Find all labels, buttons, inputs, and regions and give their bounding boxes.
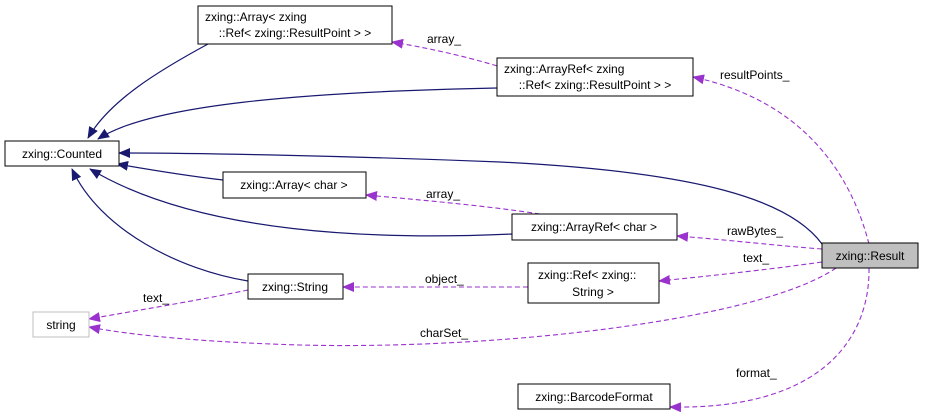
edge-format-usage: [669, 267, 870, 413]
edge-label-array-rp: array_: [427, 32, 461, 46]
node-array-char[interactable]: zxing::Array< char >: [222, 171, 367, 199]
edge-array-char-to-counted: [116, 160, 224, 181]
edge-raw-bytes-usage: [676, 231, 823, 250]
node-counted[interactable]: zxing::Counted: [4, 140, 120, 167]
edge-label-char-set: charSet_: [420, 326, 468, 340]
node-arrayref-char[interactable]: zxing::ArrayRef< char >: [511, 213, 678, 241]
node-string-std[interactable]: string: [32, 311, 90, 338]
edge-label-raw-bytes: rawBytes_: [727, 224, 783, 238]
node-string-std-label: string: [46, 318, 75, 332]
edge-array-rp-to-counted: [87, 43, 209, 139]
node-array-resultpoint[interactable]: zxing::Array< zxing ::Ref< zxing::Result…: [197, 5, 393, 45]
edge-result-to-counted: [118, 148, 823, 245]
node-string-zxing-label: zxing::String: [262, 280, 328, 294]
edge-charset-usage: [88, 267, 837, 347]
edge-label-object: object_: [425, 272, 464, 286]
edge-label-text-result: text_: [743, 251, 769, 265]
edge-text-result-usage: [658, 261, 823, 285]
node-barcode-format-label: zxing::BarcodeFormat: [535, 390, 653, 404]
node-array-char-label: zxing::Array< char >: [240, 178, 347, 192]
edge-label-text-string: text_: [143, 291, 169, 305]
node-array-resultpoint-line2: ::Ref< zxing::ResultPoint > >: [219, 26, 371, 40]
node-counted-label: zxing::Counted: [22, 147, 102, 161]
edge-label-array-char: array_: [426, 187, 460, 201]
node-ref-string-line2: String >: [572, 285, 614, 299]
node-arrayref-resultpoint-line1: zxing::ArrayRef< zxing: [504, 62, 624, 76]
node-barcode-format[interactable]: zxing::BarcodeFormat: [517, 383, 671, 410]
edge-array-rp-usage: [391, 38, 521, 74]
node-result[interactable]: zxing::Result: [821, 242, 919, 269]
node-ref-string-line1: zxing::Ref< zxing::: [538, 268, 636, 282]
node-ref-string[interactable]: zxing::Ref< zxing:: String >: [527, 262, 660, 304]
node-arrayref-resultpoint[interactable]: zxing::ArrayRef< zxing ::Ref< zxing::Res…: [496, 57, 694, 97]
edge-result-points-usage: [692, 74, 870, 245]
edge-string-to-counted: [71, 168, 249, 282]
node-arrayref-resultpoint-line2: ::Ref< zxing::ResultPoint > >: [519, 78, 671, 92]
node-array-resultpoint-line1: zxing::Array< zxing: [205, 10, 307, 24]
node-arrayref-char-label: zxing::ArrayRef< char >: [531, 220, 657, 234]
node-string-zxing[interactable]: zxing::String: [247, 273, 344, 300]
node-result-label: zxing::Result: [836, 249, 905, 263]
edge-label-format: format_: [736, 366, 777, 380]
edge-array-char-usage: [365, 191, 541, 215]
edge-text-string-usage: [88, 289, 249, 323]
edge-arrayref-rp-to-counted: [97, 87, 498, 140]
edge-arrayref-char-to-counted: [89, 168, 513, 237]
edge-label-result-points: resultPoints_: [720, 68, 790, 82]
